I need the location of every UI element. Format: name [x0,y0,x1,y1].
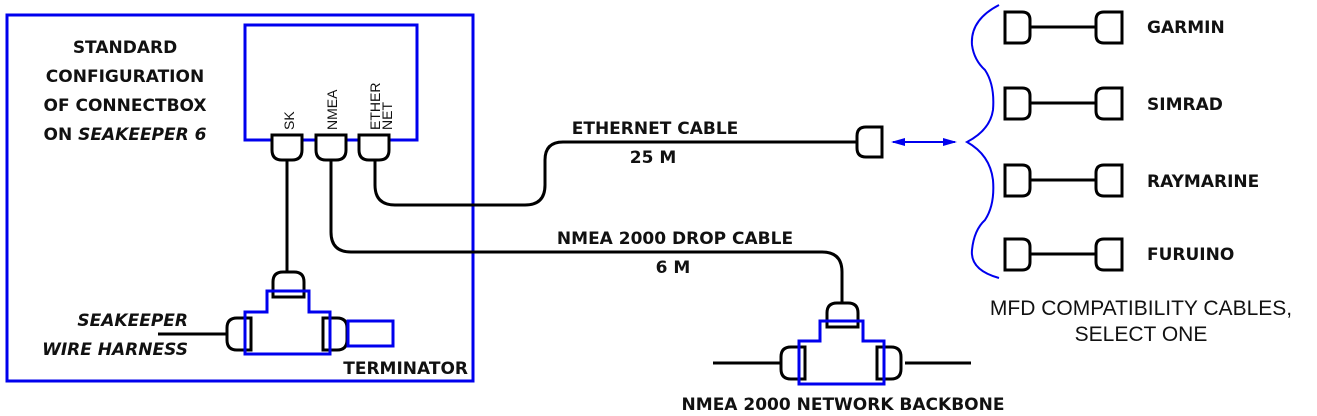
backbone-tee-left-connector [779,345,807,381]
title-line-3: OF CONNECTBOX [44,96,207,116]
title-line-2: CONFIGURATION [46,67,204,87]
diagram-title: STANDARD CONFIGURATION OF CONNECTBOX ON … [44,38,207,145]
terminator [346,319,395,348]
tee-top-connector [271,270,306,299]
mfd-label-simrad: SIMRAD [1147,95,1223,115]
mfd-label-raymarine: RAYMARINE [1147,172,1259,192]
sk-port-connector[interactable] [270,133,304,162]
mfd-caption-line-1: MFD COMPATIBILITY CABLES, [990,297,1292,320]
selection-brace [964,4,1000,279]
mfd-option-furuino[interactable]: FURUINO [1003,237,1234,272]
tee-body [243,289,332,356]
backbone-tee-right-connector [875,345,903,381]
ethernet-cable-label: ETHERNET CABLE [572,119,739,139]
tee-right-connector [321,316,349,352]
mfd-option-simrad[interactable]: SIMRAD [1003,86,1223,121]
seakeeper-boundary [5,13,475,383]
ethernet-cable-length: 25 M [630,148,677,168]
nmea-port-connector[interactable] [314,133,348,162]
ethernet-port-connector[interactable] [357,133,391,162]
harness-label-line-2: WIRE HARNESS [42,340,188,360]
ethernet-cable[interactable] [373,140,858,207]
mfd-caption-line-2: SELECT ONE [1075,323,1208,346]
seakeeper-tee-connector [225,270,349,356]
harness-label-line-1: SEAKEEPER [77,311,188,331]
tee-left-connector [225,316,253,352]
title-line-4: ON SEAKEEPER 6 [44,125,207,145]
port-label-net: NET [379,102,395,130]
nmea-cable-label: NMEA 2000 DROP CABLE [557,229,793,249]
port-label-nmea: NMEA [324,89,340,130]
backbone-tee-top-connector [825,301,860,329]
mfd-option-garmin[interactable]: GARMIN [1003,10,1225,45]
title-line-1: STANDARD [73,38,177,58]
port-label-sk: SK [281,111,297,130]
port-label-ether: ETHER [367,83,383,130]
mfd-label-garmin: GARMIN [1147,18,1225,38]
backbone-tee-body [797,319,886,386]
mfd-label-furuino: FURUINO [1147,245,1234,265]
ethernet-end-connector [855,125,884,159]
nmea-drop-cable[interactable] [329,160,844,304]
nmea-cable-length: 6 M [656,258,691,278]
backbone-tee-connector [713,301,971,386]
mfd-option-raymarine[interactable]: RAYMARINE [1003,163,1259,198]
terminator-label: TERMINATOR [343,359,468,379]
backbone-label: NMEA 2000 NETWORK BACKBONE [682,395,1005,415]
double-arrow-icon [891,138,957,146]
